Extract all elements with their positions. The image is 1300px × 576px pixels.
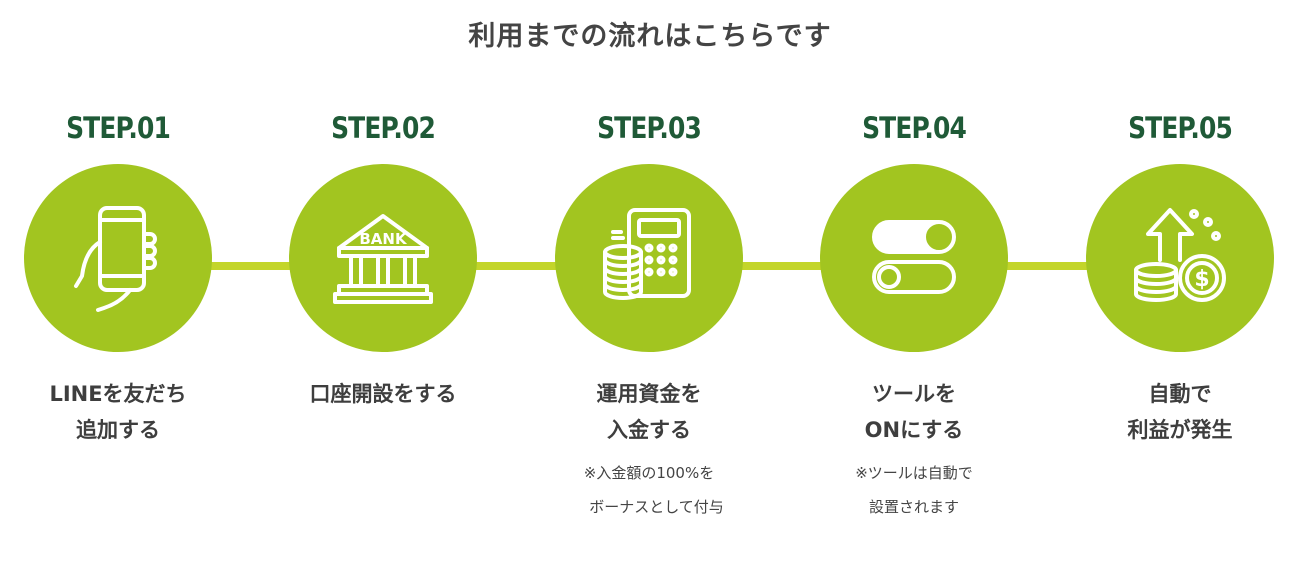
step-label: STEP.03: [597, 111, 702, 145]
step-label: STEP.04: [862, 111, 967, 145]
step-4: STEP.04 ツールを ONにする ※ツールは自動で 設置されます: [819, 108, 1009, 524]
step-5: STEP.05 $ 自動で 利益が発生: [1085, 108, 1275, 456]
step-circle: [820, 164, 1008, 352]
step-circle: [555, 164, 743, 352]
step-2: STEP.02 BANK 口座開設をする: [288, 108, 478, 420]
bank-icon-text: BANK: [359, 230, 408, 248]
step-circle: $: [1086, 164, 1274, 352]
dollar-sign: $: [1194, 267, 1209, 292]
step-note: ※入金額の100%を ボーナスとして付与: [583, 464, 724, 516]
step-note: ※ツールは自動で 設置されます: [855, 464, 973, 516]
step-title: 自動で 利益が発生: [1127, 382, 1233, 442]
step-3: STEP.03 運用資金を 入金する ※入金額の100%を ボーナスとして付与: [554, 108, 744, 524]
step-label: STEP.05: [1128, 111, 1233, 145]
step-circle: [24, 164, 212, 352]
page-title: 利用までの流れはこちらです: [468, 21, 832, 52]
step-title: LINEを友だち 追加する: [49, 382, 187, 442]
step-label: STEP.01: [66, 111, 171, 145]
step-label: STEP.02: [331, 111, 436, 145]
step-title: 運用資金を 入金する: [596, 382, 702, 442]
step-title: 口座開設をする: [309, 382, 457, 406]
step-circle: BANK: [289, 164, 477, 352]
step-1: STEP.01 LINEを友だち 追加する: [23, 108, 213, 456]
step-title: ツールを ONにする: [864, 382, 964, 442]
